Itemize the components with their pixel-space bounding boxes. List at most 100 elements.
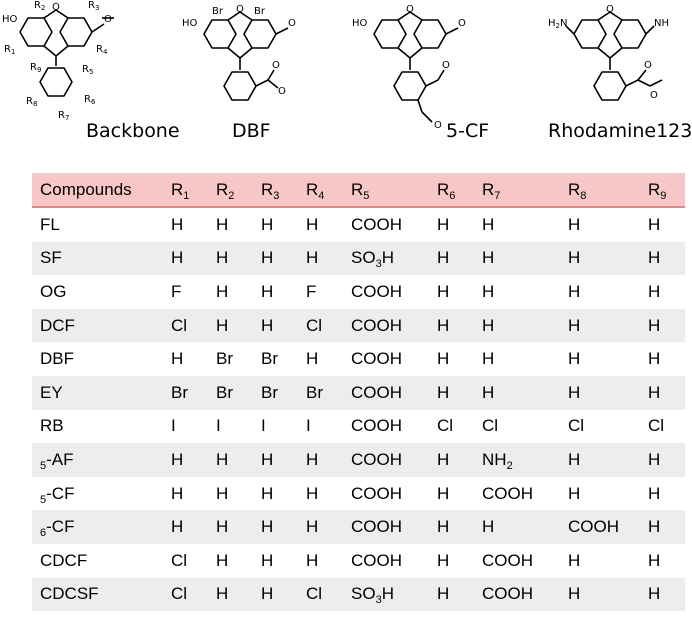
substituent-cell: H xyxy=(640,375,685,410)
header-r4: R4 xyxy=(298,173,343,208)
atom-label: O xyxy=(650,90,658,101)
substituent-cell: H xyxy=(648,214,661,234)
header-r9: R9 xyxy=(640,173,685,208)
header-r5: R5 xyxy=(343,173,429,208)
substituent-cell: H xyxy=(208,241,253,276)
substituent-cell: H xyxy=(306,550,319,570)
substituent-cell: H xyxy=(437,214,450,234)
atom-label: O xyxy=(644,60,652,71)
substituent-cell: COOH xyxy=(343,375,429,410)
substituent-cell: Cl xyxy=(163,308,208,343)
substituent-cell: Cl xyxy=(298,308,343,343)
substituent-cell: H xyxy=(429,577,474,612)
atom-label: H2N xyxy=(548,18,567,30)
substituent-cell: H xyxy=(429,308,474,343)
compound-name-cell: 5-CF xyxy=(40,483,75,506)
atom-label: O xyxy=(278,86,286,97)
substituent-cell: H xyxy=(568,550,581,570)
header-compounds: Compounds xyxy=(32,173,163,208)
substituent-cell: H xyxy=(216,214,229,234)
substituent-cell: COOH xyxy=(351,550,402,570)
substituent-cell: H xyxy=(568,349,581,369)
substituent-cell: H xyxy=(208,510,253,544)
substituent-cell: H xyxy=(560,443,640,477)
substituent-cell: H xyxy=(560,241,640,276)
header-r7: R7 xyxy=(474,173,560,208)
structure-label-dbf: DBF xyxy=(232,120,271,142)
substituent-cell: Cl xyxy=(437,416,454,436)
substituent-cell: H xyxy=(482,281,495,301)
atom-label: R4 xyxy=(96,44,108,56)
substituent-cell: COOH xyxy=(343,510,429,544)
compound-name-cell: 5-AF xyxy=(32,443,163,477)
dbf-structure xyxy=(203,11,289,101)
compound-name-cell: CDCSF xyxy=(32,577,163,612)
substituent-cell: H xyxy=(163,241,208,276)
substituent-cell: H xyxy=(437,550,450,570)
substituent-cell: H xyxy=(163,443,208,477)
substituent-cell: H xyxy=(474,241,560,276)
substituent-cell: Cl xyxy=(482,416,499,436)
atom-label: O xyxy=(272,60,280,71)
compound-name-cell: SF xyxy=(32,241,163,276)
substituent-cell: H xyxy=(437,349,450,369)
atom-label: HO xyxy=(182,18,198,29)
substituent-cell: COOH xyxy=(560,510,640,544)
atom-label: NH xyxy=(654,18,669,29)
substituent-cell: H xyxy=(640,510,685,544)
structure-label-rhodamine123: Rhodamine123 xyxy=(548,120,692,142)
substituent-cell: H xyxy=(437,483,450,503)
substituent-cell: H xyxy=(474,510,560,544)
substituent-cell: H xyxy=(482,214,495,234)
structure-label-5-cf: 5-CF xyxy=(446,120,490,142)
compound-name-cell: 6-CF xyxy=(32,510,163,544)
substituent-cell: COOH xyxy=(343,443,429,477)
atom-label: R5 xyxy=(82,64,93,76)
atom-label: R2 xyxy=(34,0,45,12)
atom-label: O xyxy=(606,4,614,15)
atom-label: O xyxy=(434,120,442,131)
substituent-cell: H xyxy=(560,375,640,410)
substituent-cell: H xyxy=(640,308,685,343)
substituent-cell: Cl xyxy=(163,577,208,612)
substituent-cell: H xyxy=(306,483,319,503)
atom-label: O xyxy=(458,18,466,29)
substituent-cell: H xyxy=(171,349,184,369)
substituent-cell: H xyxy=(216,281,229,301)
structure-label-backbone: Backbone xyxy=(86,120,180,142)
structure-drawings: HO O O R2 R3 R1 R4 R9 R5 R6 R8 R7 HO Br … xyxy=(2,0,669,131)
atom-label: Br xyxy=(254,6,266,17)
substituent-cell: H xyxy=(298,241,343,276)
substituent-cell: H xyxy=(437,281,450,301)
substituent-cell: Br xyxy=(208,375,253,410)
substituent-cell: H xyxy=(560,308,640,343)
substituent-cell: H xyxy=(253,443,298,477)
header-r8: R8 xyxy=(560,173,640,208)
substituent-cell: COOH xyxy=(351,281,402,301)
substituent-cell: H xyxy=(261,483,274,503)
atom-label: R7 xyxy=(58,110,69,122)
substituent-cell: H xyxy=(648,281,661,301)
header-r6: R6 xyxy=(429,173,474,208)
substituent-cell: H xyxy=(640,443,685,477)
substituent-cell: COOH xyxy=(482,483,533,503)
substituent-cell: Br xyxy=(163,375,208,410)
atom-label: R6 xyxy=(84,94,96,106)
substituent-cell: H xyxy=(253,577,298,612)
substituent-cell: H xyxy=(163,510,208,544)
substituent-cell: H xyxy=(474,375,560,410)
atom-label: O xyxy=(52,2,60,13)
substituent-cell: Br xyxy=(253,375,298,410)
compound-name-cell: OG xyxy=(40,281,67,301)
compound-name-cell: DCF xyxy=(32,308,163,343)
header-r2: R2 xyxy=(208,173,253,208)
